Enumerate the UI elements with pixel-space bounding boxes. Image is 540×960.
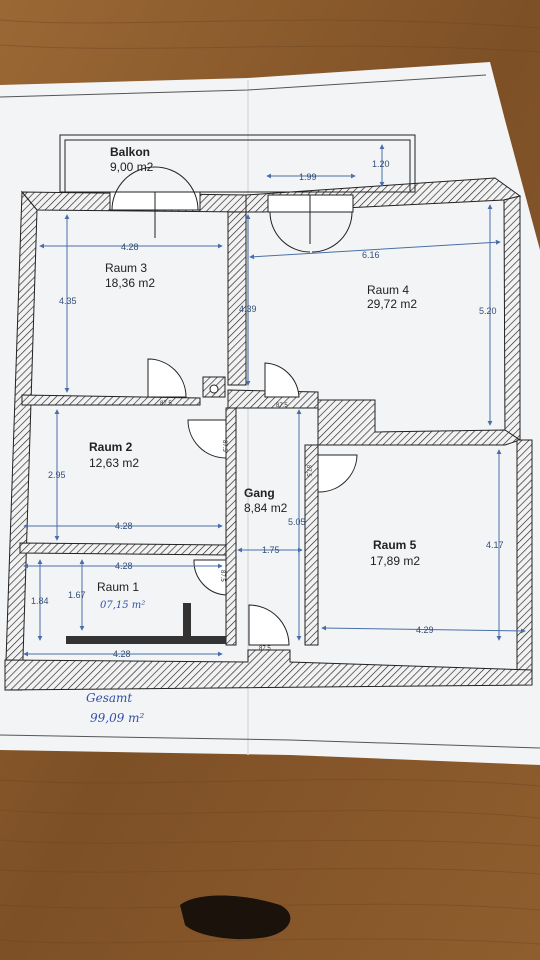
dim-raum5-height: 4.17: [486, 540, 504, 550]
room-area-raum3: 18,36 m2: [105, 276, 155, 290]
door-label-gang: 87.5: [259, 646, 271, 652]
room-area-balkon: 9,00 m2: [110, 160, 154, 174]
door-label-raum3: 87.5: [160, 401, 172, 407]
door-label-raum5: 87.5: [305, 465, 311, 477]
dim-raum4-height: 5.20: [479, 306, 497, 316]
paper-sheet: [0, 62, 540, 765]
room-name-gang: Gang: [244, 486, 275, 500]
kitchen-counter: [66, 636, 226, 644]
room-name-raum4: Raum 4: [367, 283, 409, 297]
room-name-raum1: Raum 1: [97, 580, 139, 594]
dimension-labels: 1.20 1.99 4.28 4.35 6.16 5.20 4.39 2.95 …: [31, 159, 504, 659]
dim-raum2-width: 4.28: [115, 521, 133, 531]
room-name-balkon: Balkon: [110, 145, 150, 159]
interior-doors: [147, 358, 358, 646]
room-name-raum2: Raum 2: [89, 440, 133, 454]
dim-raum5-width: 4.29: [416, 625, 434, 635]
room-area-raum1: 07,15 m²: [100, 600, 145, 611]
wood-grain: [0, 19, 540, 945]
dim-raum1-height-b: 1.67: [68, 590, 86, 600]
dim-balkon-width: 1.99: [299, 172, 317, 182]
dim-raum2-height: 2.95: [48, 470, 66, 480]
kitchen-counter-side: [183, 603, 191, 641]
door-label-raum4: 87.5: [276, 403, 288, 409]
dim-gang-width: 1.75: [262, 545, 280, 555]
dim-raum4-width: 6.16: [362, 250, 380, 260]
drawing-frame: [0, 74, 540, 749]
room-labels: Balkon 9,00 m2 Raum 3 18,36 m2 Raum 4 29…: [89, 145, 420, 611]
dim-gang-height: 5.05: [288, 517, 306, 527]
door-width-labels: 87.5 87.5 87.5 87.5 87.5 87.5: [160, 401, 311, 652]
dim-balkon-depth: 1.20: [372, 159, 390, 169]
room-area-raum5: 17,89 m2: [370, 554, 420, 568]
total-value: 99,09 m²: [90, 711, 145, 725]
room-name-raum5: Raum 5: [373, 538, 417, 552]
balkon-outline-outer: [59, 134, 416, 193]
dim-raum1-height-a: 1.84: [31, 596, 49, 606]
dim-wall-gap: 4.39: [239, 304, 257, 314]
room-name-raum3: Raum 3: [105, 261, 147, 275]
dimension-lines: [23, 144, 526, 657]
dim-raum3-height: 4.35: [59, 296, 77, 306]
dim-raum1-top-width: 4.28: [115, 561, 133, 571]
door-label-raum1: 87.5: [219, 570, 225, 582]
chimney-duct: [209, 384, 219, 394]
dim-raum3-width: 4.28: [121, 242, 139, 252]
room-area-raum2: 12,63 m2: [89, 456, 139, 470]
total-label: Gesamt: [86, 691, 132, 705]
wood-knot: [180, 895, 291, 940]
total-annotation: Gesamt 99,09 m²: [86, 691, 145, 725]
room-area-raum4: 29,72 m2: [367, 297, 417, 311]
door-label-raum2: 87.5: [221, 440, 227, 452]
room-area-gang: 8,84 m2: [244, 501, 288, 515]
dim-raum1-bottom-width: 4.28: [113, 649, 131, 659]
